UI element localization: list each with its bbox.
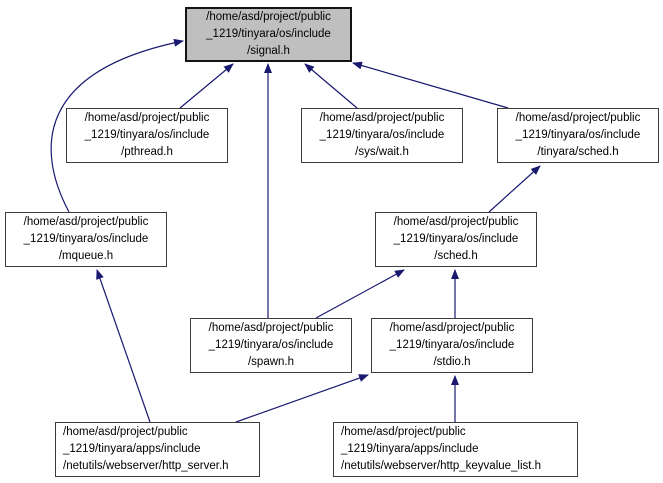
node-label-line: /home/asd/project/public [23, 216, 149, 228]
edge-http-server-to-mqueue [96, 269, 151, 423]
node-label-line: /pthread.h [121, 146, 173, 158]
node-label-line: /home/asd/project/public [515, 112, 641, 124]
node-http-keyvalue-list-h[interactable]: /home/asd/project/public _1219/tinyara/a… [333, 422, 578, 477]
node-label-line: _1219/tinyara/os/include [393, 233, 519, 245]
edge-spawn-to-sched [315, 269, 405, 319]
node-pthread-h[interactable]: /home/asd/project/public _1219/tinyara/o… [66, 108, 228, 163]
node-label-line: /sys/wait.h [355, 146, 409, 158]
node-label-line: /home/asd/project/public [341, 426, 466, 438]
node-label-line: /home/asd/project/public [206, 11, 331, 23]
node-label-line: _1219/tinyara/apps/include [63, 443, 201, 455]
node-signal-h: /home/asd/project/public _1219/tinyara/o… [185, 7, 352, 62]
edge-sched-to-tinyara-sched [488, 165, 541, 213]
node-label-line: _1219/tinyara/os/include [515, 129, 641, 141]
node-label-line: _1219/tinyara/apps/include [341, 443, 479, 455]
node-label-line: _1219/tinyara/os/include [319, 129, 445, 141]
node-spawn-h[interactable]: /home/asd/project/public _1219/tinyara/o… [190, 318, 352, 373]
edge-mqueue-to-signal [50, 38, 184, 213]
node-label-line: /home/asd/project/public [84, 112, 210, 124]
node-label-line: /home/asd/project/public [393, 216, 519, 228]
node-sys-wait-h[interactable]: /home/asd/project/public _1219/tinyara/o… [301, 108, 463, 163]
node-tinyara-sched-h[interactable]: /home/asd/project/public _1219/tinyara/o… [497, 108, 659, 163]
node-label-line: /home/asd/project/public [319, 112, 445, 124]
node-label-line: /signal.h [247, 45, 290, 57]
node-stdio-h[interactable]: /home/asd/project/public _1219/tinyara/o… [371, 318, 533, 373]
node-mqueue-h[interactable]: /home/asd/project/public _1219/tinyara/o… [5, 212, 167, 267]
edge-pthread-to-signal [179, 63, 234, 109]
node-label-line: /stdio.h [433, 356, 471, 368]
node-label-line: _1219/tinyara/os/include [84, 129, 210, 141]
node-label-line: /home/asd/project/public [63, 426, 188, 438]
node-label-line: /home/asd/project/public [389, 322, 515, 334]
node-label-line: /spawn.h [247, 356, 295, 368]
node-label-line: /mqueue.h [58, 250, 114, 262]
node-label-line: /tinyara/sched.h [537, 146, 619, 158]
edge-sys-wait-to-signal [304, 63, 358, 109]
node-label-line: _1219/tinyara/os/include [206, 28, 331, 40]
node-label-line: /netutils/webserver/http_keyvalue_list.h [341, 460, 542, 472]
edge-tinyara-sched-to-signal [352, 61, 509, 109]
node-label-line: /netutils/webserver/http_server.h [63, 460, 229, 472]
node-label-line: /home/asd/project/public [208, 322, 334, 334]
edge-http-server-to-stdio [235, 374, 369, 423]
node-sched-h[interactable]: /home/asd/project/public _1219/tinyara/o… [375, 212, 537, 267]
node-label-line: _1219/tinyara/os/include [23, 233, 149, 245]
node-label-line: /sched.h [434, 250, 478, 262]
node-label-line: _1219/tinyara/os/include [389, 339, 515, 351]
node-label-line: _1219/tinyara/os/include [208, 339, 334, 351]
node-http-server-h[interactable]: /home/asd/project/public _1219/tinyara/a… [55, 422, 260, 477]
